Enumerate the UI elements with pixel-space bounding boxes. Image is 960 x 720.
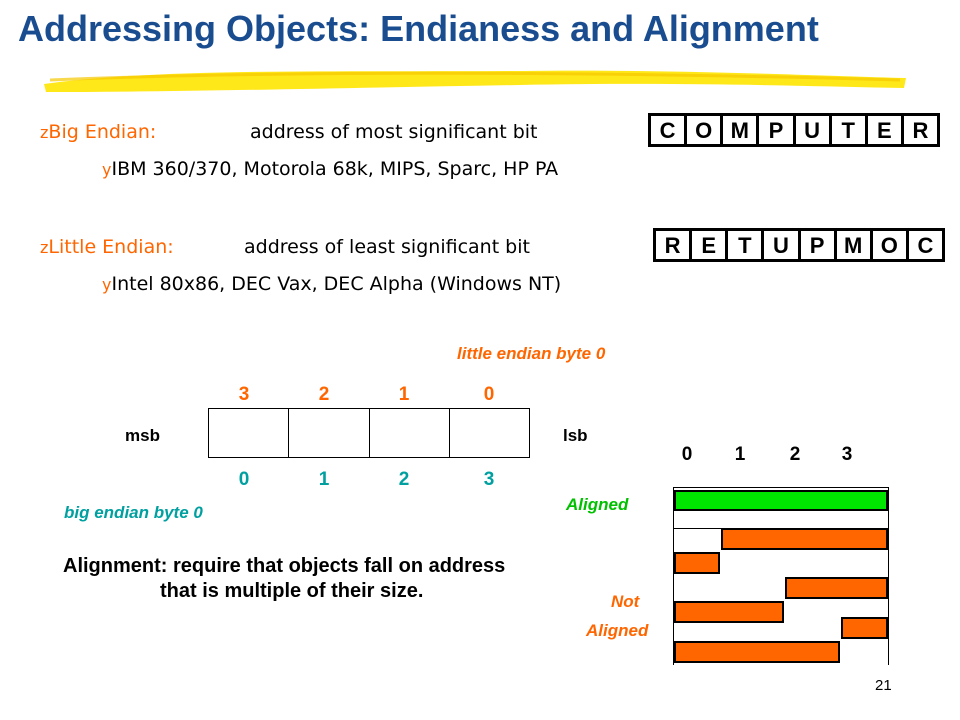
letter-cell: O — [687, 116, 724, 144]
slide-title: Addressing Objects: Endianess and Alignm… — [18, 8, 819, 49]
big-endian-examples: IBM 360/370, Motorola 68k, MIPS, Sparc, … — [111, 158, 559, 180]
not-label: Not — [611, 592, 640, 611]
big-endian-line: zBig Endian: — [40, 121, 156, 143]
little-endian-examples: Intel 80x86, DEC Vax, DEC Alpha (Windows… — [111, 273, 562, 295]
byte-cell — [289, 409, 370, 457]
letter-cell: M — [837, 231, 873, 259]
byte-number: 2 — [398, 469, 410, 490]
offset-number: 2 — [789, 444, 801, 465]
letter-cell: P — [759, 116, 796, 144]
page-number: 21 — [875, 677, 892, 694]
offset-number: 3 — [841, 444, 853, 465]
byte-number: 0 — [238, 469, 250, 490]
letter-cell: U — [764, 231, 801, 259]
misaligned-bar — [785, 577, 888, 599]
byte-number: 1 — [398, 384, 410, 405]
misaligned-bar — [674, 601, 784, 623]
alignment-statement-line1: Alignment: require that objects fall on … — [63, 555, 506, 577]
misaligned-bar — [674, 641, 840, 663]
letter-cell: R — [912, 118, 929, 143]
highlighter-stroke — [44, 70, 906, 92]
aligned-label: Aligned — [566, 495, 629, 514]
letter-cell: C — [917, 233, 934, 258]
letter-cell: E — [868, 116, 904, 144]
letter-cell: T — [832, 116, 868, 144]
alignment-diagram — [673, 487, 889, 665]
byte-number: 3 — [483, 469, 495, 490]
row-line — [674, 487, 888, 488]
msb-label: msb — [125, 426, 160, 445]
little-endian-label: Little Endian: — [48, 236, 174, 258]
letter-cell: M — [723, 116, 760, 144]
little-endian-desc: address of least significant bit — [244, 236, 530, 258]
alignment-header-numbers: 0 1 2 3 — [670, 444, 890, 468]
little-endian-byte0-label: little endian byte 0 — [457, 344, 606, 363]
letter-cell: C — [651, 116, 688, 144]
byte-number: 2 — [318, 384, 330, 405]
lsb-label: lsb — [563, 426, 588, 445]
not-aligned-label: Aligned — [586, 621, 649, 640]
big-endian-label: Big Endian: — [48, 121, 157, 143]
sub-bullet-icon: y — [102, 160, 112, 179]
little-endian-examples-line: yIntel 80x86, DEC Vax, DEC Alpha (Window… — [102, 273, 561, 295]
top-byte-numbers: 3 2 1 0 — [229, 384, 529, 406]
alignment-statement-line2: that is multiple of their size. — [160, 580, 424, 602]
letter-cell: E — [692, 231, 729, 259]
bullet-icon: z — [40, 238, 49, 257]
big-endian-examples-line: yIBM 360/370, Motorola 68k, MIPS, Sparc,… — [102, 158, 558, 180]
byte-cell — [370, 409, 450, 457]
big-endian-byte0-label: big endian byte 0 — [64, 503, 203, 522]
bottom-byte-numbers: 0 1 2 3 — [229, 469, 529, 491]
letter-cell: T — [728, 231, 765, 259]
misaligned-bar — [674, 552, 720, 574]
byte-number: 1 — [318, 469, 330, 490]
sub-bullet-icon: y — [102, 275, 112, 294]
byte-cell — [450, 409, 529, 457]
byte-number: 3 — [238, 384, 250, 405]
letter-cell: P — [801, 231, 837, 259]
little-endian-line: zLittle Endian: — [40, 236, 174, 258]
big-endian-desc: address of most significant bit — [250, 121, 538, 143]
misaligned-bar — [721, 528, 888, 550]
letter-cell: R — [656, 231, 693, 259]
offset-number: 0 — [681, 444, 693, 465]
bullet-icon: z — [40, 123, 49, 142]
byte-number: 0 — [483, 384, 495, 405]
word-box — [208, 408, 530, 458]
misaligned-bar — [841, 617, 888, 639]
letter-cell: O — [873, 231, 909, 259]
aligned-word-bar — [674, 490, 888, 511]
byte-cell — [209, 409, 290, 457]
letter-cell: U — [796, 116, 832, 144]
offset-number: 1 — [734, 444, 746, 465]
